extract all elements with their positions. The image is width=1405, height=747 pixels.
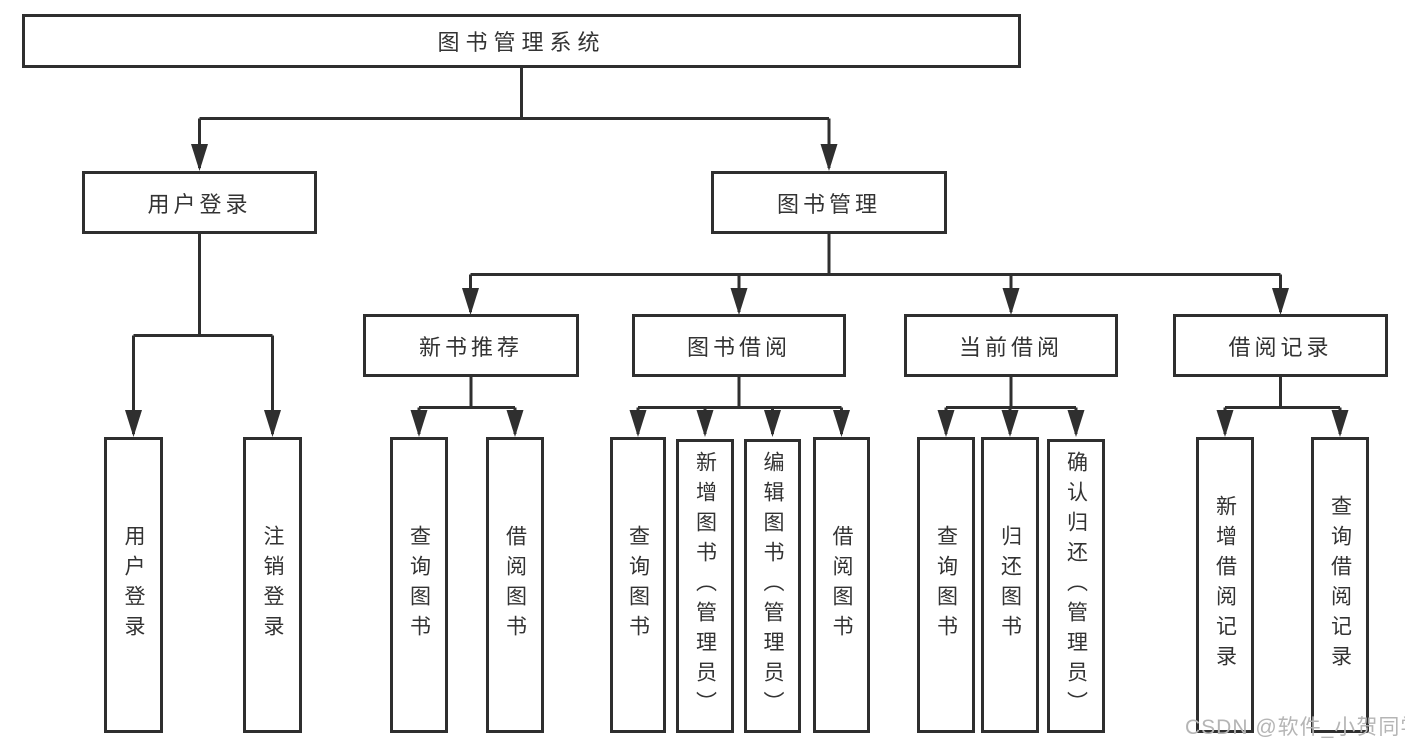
leaf-current-query-books: 查询图书 [917, 437, 975, 733]
arrowhead [191, 144, 208, 171]
arrowhead [1272, 288, 1289, 315]
arrowhead [264, 410, 281, 437]
leaf-newbook-query-books: 查询图书 [390, 437, 448, 733]
edges-new-book-recommend [410, 377, 524, 437]
arrowhead [696, 410, 714, 437]
leaf-borrow-edit-books-admin: 编辑图书（管理员） [744, 439, 801, 733]
arrowhead [764, 410, 781, 437]
leaf-newbook-borrow-books: 借阅图书 [486, 437, 544, 733]
node-book-management: 图书管理 [711, 171, 947, 234]
arrowhead [1331, 410, 1349, 437]
arrowhead [410, 410, 428, 437]
arrowhead [125, 410, 142, 437]
edges-root [191, 68, 838, 171]
node-borrowing-records: 借阅记录 [1173, 314, 1388, 377]
arrowhead [1002, 288, 1020, 315]
edges-borrowing-records [1216, 377, 1349, 437]
node-user-login: 用户登录 [82, 171, 317, 234]
node-library-management-system: 图书管理系统 [22, 14, 1021, 68]
arrowhead [730, 288, 748, 315]
leaf-borrow-query-books: 查询图书 [610, 437, 666, 733]
node-new-book-recommend: 新书推荐 [363, 314, 579, 377]
leaf-logout: 注销登录 [243, 437, 302, 733]
arrowhead [629, 410, 647, 437]
arrowhead [1001, 410, 1019, 437]
leaf-current-return-books: 归还图书 [981, 437, 1039, 733]
edges-user-login [125, 234, 281, 437]
edges-book-borrowing [629, 377, 850, 437]
leaf-user-login: 用户登录 [104, 437, 163, 733]
edges-book-management [462, 234, 1289, 315]
arrowhead [1067, 410, 1085, 437]
arrowhead [1216, 410, 1234, 437]
node-current-borrowing: 当前借阅 [904, 314, 1118, 377]
leaf-current-confirm-return-admin: 确认归还（管理员） [1047, 439, 1105, 733]
arrowhead [833, 410, 850, 437]
edges-current-borrowing [937, 377, 1085, 437]
leaf-borrow-borrow-books: 借阅图书 [813, 437, 870, 733]
leaf-records-add-record: 新增借阅记录 [1196, 437, 1254, 733]
arrowhead [462, 288, 479, 315]
arrowhead [820, 144, 838, 171]
arrowhead [506, 410, 524, 437]
arrowhead [937, 410, 955, 437]
node-book-borrowing: 图书借阅 [632, 314, 846, 377]
leaf-borrow-add-books-admin: 新增图书（管理员） [676, 439, 734, 733]
leaf-records-query-record: 查询借阅记录 [1311, 437, 1369, 733]
